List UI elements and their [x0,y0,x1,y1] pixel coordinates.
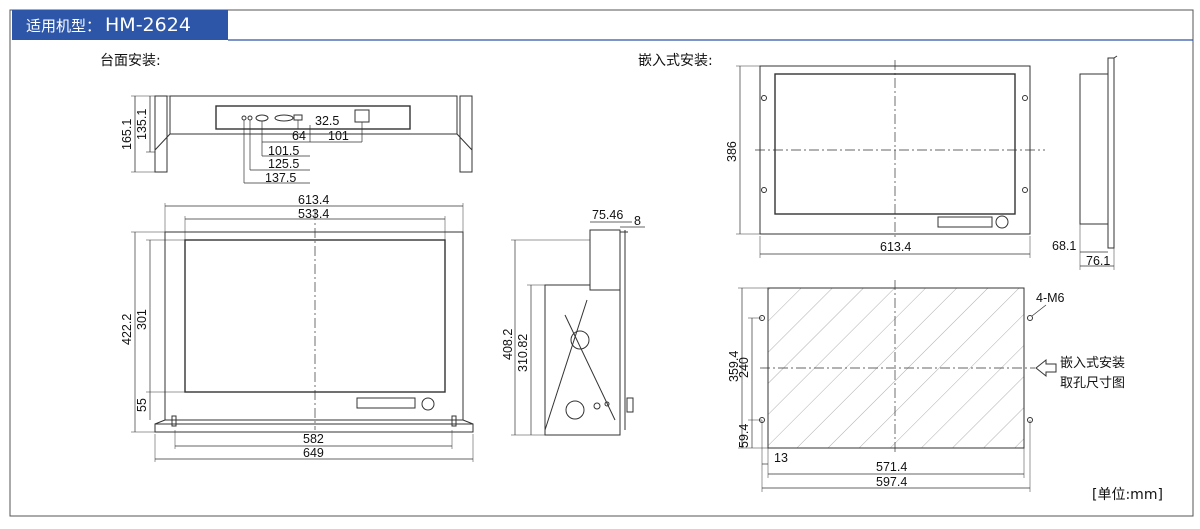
desktop-section-label: 台面安装: [100,53,161,69]
desktop-front-view [131,203,474,462]
dim-613-4-front: 613.4 [298,193,329,207]
dim-137-5: 137.5 [265,171,296,185]
dim-422-2: 422.2 [120,314,134,345]
model-name: HM-2624 [105,14,191,36]
embedded-side-view [1079,55,1118,270]
dim-101: 101 [328,129,349,143]
embedded-section-label: 嵌入式安装: [638,53,713,69]
dim-76-1: 76.1 [1086,254,1110,268]
dim-597-4: 597.4 [876,475,907,489]
dim-125-5: 125.5 [268,157,299,171]
dim-165-1: 165.1 [120,119,134,150]
model-title-tab: 适用机型： HM-2624 [12,10,228,40]
dim-386: 386 [725,141,739,162]
dim-301: 301 [135,309,149,330]
model-prefix: 适用机型： [26,16,102,35]
dim-4-m6: 4-M6 [1036,291,1065,305]
dim-240: 240 [737,357,751,378]
embedded-front-view [736,60,1045,258]
dim-649: 649 [303,446,324,460]
dim-101-5: 101.5 [268,144,299,158]
dim-68-1: 68.1 [1052,239,1076,253]
dim-75-46: 75.46 [592,208,623,222]
dim-135-1: 135.1 [135,109,149,140]
dim-310-82: 310.82 [516,334,530,372]
dim-59-4: 59.4 [737,424,751,448]
dim-55: 55 [135,398,149,412]
desktop-top-view [131,95,473,184]
outer-border [9,9,1194,517]
dim-582: 582 [303,432,324,446]
cutout-diagram [738,280,1057,492]
side-view [511,221,645,436]
dim-13: 13 [774,451,788,465]
cutout-note-line1: 嵌入式安装 [1060,356,1126,371]
dim-359-4: 359.4 [727,351,741,382]
dim-613-4-embedded: 613.4 [880,240,911,254]
dim-408-2: 408.2 [501,329,515,360]
cutout-note-line2: 取孔尺寸图 [1060,376,1126,391]
dim-8: 8 [634,214,641,228]
dim-64: 64 [292,129,306,143]
dim-32-5: 32.5 [315,114,339,128]
unit-note: [单位:mm] [1092,487,1163,503]
dim-533-4: 533.4 [298,207,329,221]
dim-571-4: 571.4 [876,460,907,474]
